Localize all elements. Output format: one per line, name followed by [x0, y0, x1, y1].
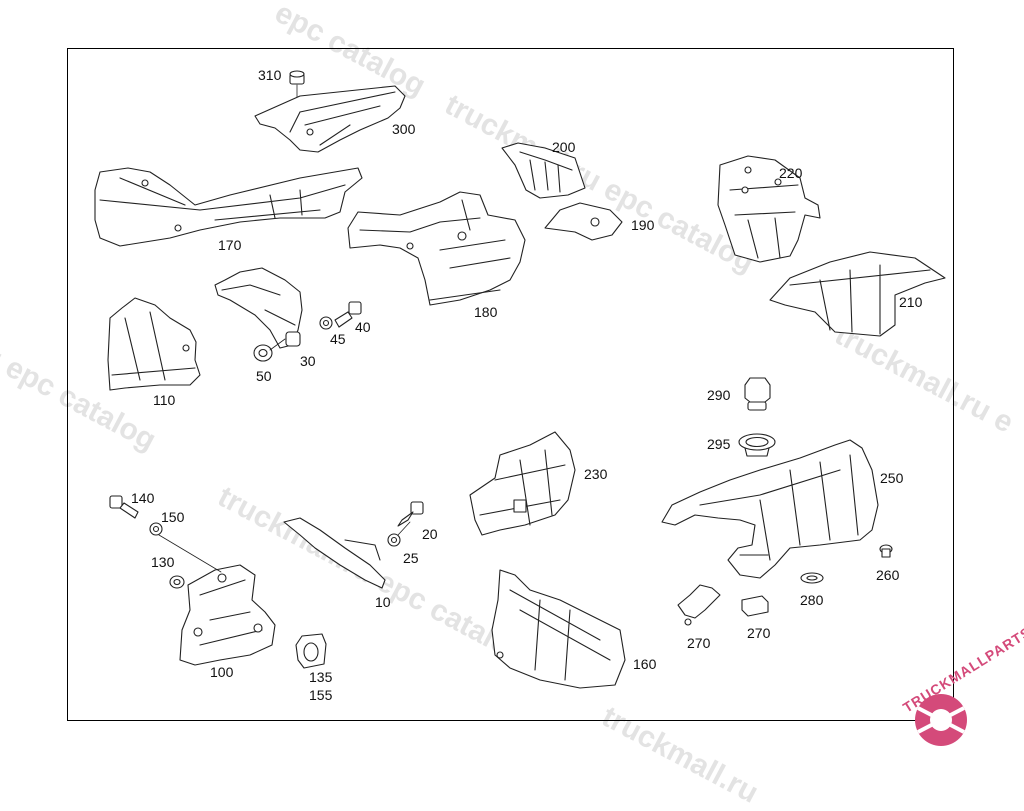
- callout-30: 30: [300, 353, 316, 369]
- callout-130: 130: [151, 554, 175, 570]
- truckmallparts-logo: [915, 694, 967, 746]
- callout-140: 140: [131, 490, 155, 506]
- parts-drawing: [94, 70, 946, 689]
- part-130-nut[interactable]: [169, 575, 185, 589]
- part-190-bracket[interactable]: [544, 202, 623, 241]
- callout-300: 300: [392, 121, 416, 137]
- callout-160: 160: [633, 656, 657, 672]
- part-295-seal[interactable]: [738, 433, 776, 457]
- part-150-washer[interactable]: [149, 522, 163, 536]
- callout-45: 45: [330, 331, 346, 347]
- leader-lines: [158, 338, 411, 573]
- callout-295: 295: [707, 436, 731, 452]
- part-100-bracket[interactable]: [179, 564, 276, 666]
- part-270-clip[interactable]: [677, 584, 721, 626]
- callout-270-clip: 270: [687, 635, 711, 651]
- part-290-plug[interactable]: [744, 377, 771, 411]
- callout-40: 40: [355, 319, 371, 335]
- callout-135: 135: [309, 669, 333, 685]
- part-230-heat-shield[interactable]: [469, 431, 576, 536]
- callout-200: 200: [552, 139, 576, 155]
- callout-220: 220: [779, 165, 803, 181]
- callout-280: 280: [800, 592, 824, 608]
- callout-210: 210: [899, 294, 923, 310]
- callout-250: 250: [880, 470, 904, 486]
- part-250-heat-shield[interactable]: [661, 439, 879, 579]
- callout-180: 180: [474, 304, 498, 320]
- callout-170: 170: [218, 237, 242, 253]
- part-20-bolt[interactable]: [397, 501, 424, 527]
- callout-20: 20: [422, 526, 438, 542]
- part-180-heat-shield[interactable]: [347, 191, 526, 306]
- callout-50: 50: [256, 368, 272, 384]
- callout-190: 190: [631, 217, 655, 233]
- part-280-washer[interactable]: [800, 572, 824, 584]
- part-45-washer[interactable]: [319, 316, 333, 330]
- part-50-nut[interactable]: [253, 344, 273, 362]
- part-310-nut[interactable]: [289, 70, 305, 85]
- part-30-bracket[interactable]: [214, 267, 303, 349]
- callout-10: 10: [375, 594, 391, 610]
- callout-150: 150: [161, 509, 185, 525]
- callout-155: 155: [309, 687, 333, 703]
- part-40-bolt[interactable]: [334, 301, 362, 328]
- callout-230: 230: [584, 466, 608, 482]
- part-270-block[interactable]: [741, 595, 769, 617]
- callout-270-block: 270: [747, 625, 771, 641]
- part-220-heat-shield[interactable]: [717, 155, 821, 263]
- part-110-heat-shield[interactable]: [107, 297, 201, 391]
- part-170-heat-shield[interactable]: [94, 167, 363, 247]
- part-140-bolt[interactable]: [109, 495, 139, 519]
- callout-260: 260: [876, 567, 900, 583]
- part-200-bracket[interactable]: [501, 142, 586, 199]
- callout-110: 110: [153, 392, 176, 408]
- callout-25: 25: [403, 550, 419, 566]
- part-10-strap[interactable]: [283, 517, 386, 589]
- part-135-clamp[interactable]: [295, 633, 327, 669]
- callout-310: 310: [258, 67, 282, 83]
- diagram-frame: [67, 48, 954, 721]
- callout-100: 100: [210, 664, 234, 680]
- part-160-heat-shield[interactable]: [491, 569, 626, 689]
- part-25-washer[interactable]: [387, 533, 401, 547]
- part-260-clip[interactable]: [879, 544, 893, 558]
- part-300-heat-shield[interactable]: [254, 85, 406, 153]
- part-210-heat-shield[interactable]: [769, 251, 946, 337]
- callout-290: 290: [707, 387, 731, 403]
